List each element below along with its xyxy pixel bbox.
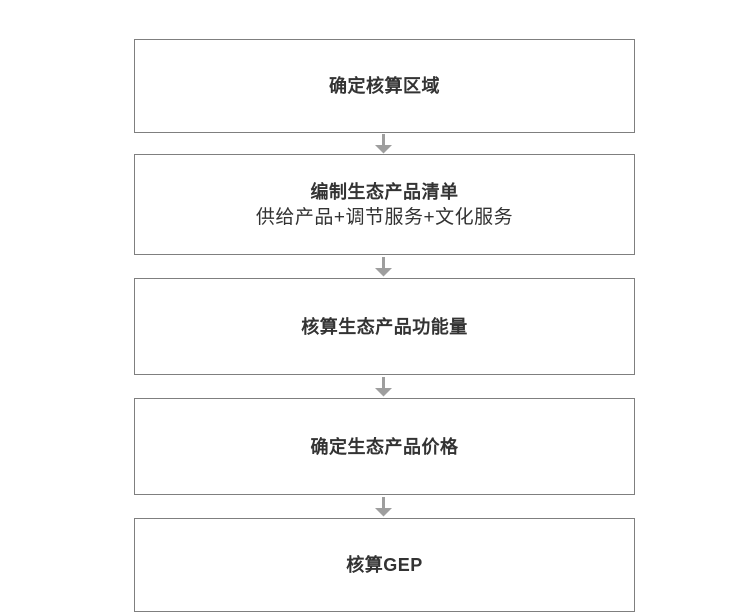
step-title: 核算生态产品功能量 (301, 316, 468, 337)
down-arrow-icon (375, 377, 392, 397)
down-arrow-icon (375, 497, 392, 517)
step-subtitle: 供给产品+调节服务+文化服务 (255, 207, 514, 228)
flow-step-determine-accounting-region: 确定核算区域 (134, 39, 635, 133)
step-title: 确定生态产品价格 (310, 436, 459, 457)
down-arrow-icon (375, 134, 392, 154)
flow-step-account-gep: 核算GEP (134, 518, 635, 612)
flow-step-determine-product-price: 确定生态产品价格 (134, 398, 635, 495)
flow-step-compile-ecological-product-list: 编制生态产品清单 供给产品+调节服务+文化服务 (134, 154, 635, 255)
step-title: 编制生态产品清单 (310, 182, 459, 202)
down-arrow-icon (375, 257, 392, 277)
step-title: 核算GEP (346, 555, 423, 575)
flow-step-account-functional-quantity: 核算生态产品功能量 (134, 278, 635, 375)
step-title: 确定核算区域 (329, 76, 440, 96)
